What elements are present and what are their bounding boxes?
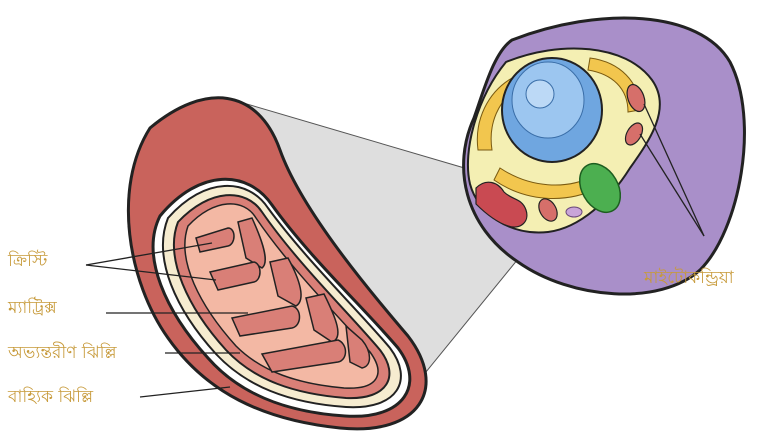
label-inner-membrane: অভ্যন্তরীণ ঝিল্লি [8, 343, 117, 363]
outer-membrane-leader [140, 387, 230, 397]
animal-cell [464, 18, 745, 294]
label-outer-membrane: বাহ্যিক ঝিল্লি [8, 387, 93, 407]
small-vesicle [566, 207, 582, 217]
label-cristae: ক্রিস্টি [8, 251, 47, 271]
nucleolus [526, 80, 554, 108]
label-mitochondria: মাইটোকন্ড্রিয়া [644, 268, 734, 288]
label-matrix: ম্যাট্রিক্স [8, 298, 57, 318]
